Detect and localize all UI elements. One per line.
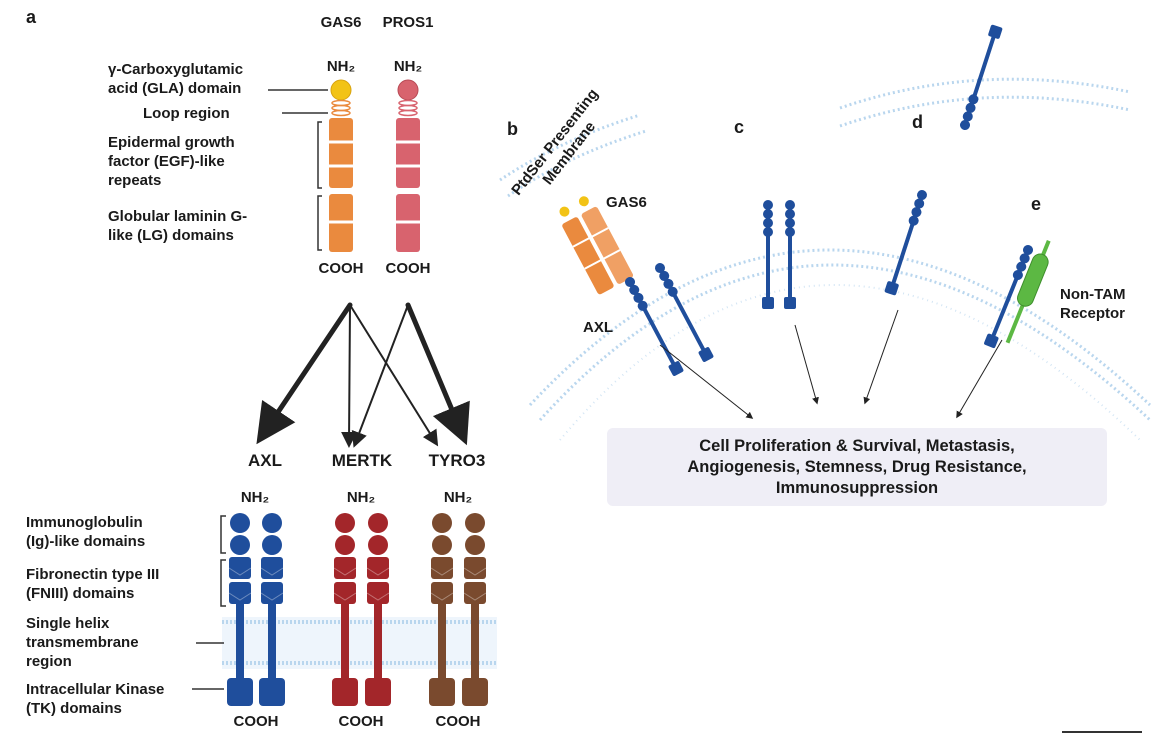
tk-domain-label: Intracellular Kinase (TK) domains [26, 681, 165, 717]
ig-domain-label: Immunoglobulin (Ig)-like domains [26, 514, 146, 550]
receptor-membrane [222, 617, 497, 669]
tyro3-c-term: COOH [435, 713, 481, 730]
panel-b-complex [559, 196, 714, 376]
pros1-title: PROS1 [382, 14, 434, 31]
gas6-c-term: COOH [318, 260, 364, 277]
ptdser-membrane [499, 113, 647, 198]
mertk-receptor-2 [365, 513, 391, 706]
outcome-box: Cell Proliferation & Survival, Metastasi… [607, 428, 1107, 506]
panel-c-label: c [734, 117, 745, 137]
axl-receptor-2 [259, 513, 285, 706]
panel-e-complex [984, 239, 1051, 349]
gas6-n-term: NH₂ [326, 58, 356, 75]
cell-membrane [528, 248, 1152, 441]
pros1-ligand [396, 79, 420, 252]
gla-domain-label: γ-Carboxyglutamic acid (GLA) domain [108, 61, 244, 97]
receptor-leaders [192, 515, 226, 690]
panel-d-label: d [912, 112, 923, 132]
tyro3-title: TYRO3 [428, 451, 486, 470]
mertk-c-term: COOH [338, 713, 384, 730]
pros1-c-term: COOH [385, 260, 431, 277]
axl-n-term: NH₂ [240, 489, 270, 506]
receptor-glyphs [227, 513, 488, 706]
axl-b-label: AXL [583, 319, 613, 336]
egf-domain-label: Epidermal growth factor (EGF)-like repea… [108, 134, 235, 189]
tyro3-receptor-2 [462, 513, 488, 706]
mertk-receptor-1 [332, 513, 358, 706]
tyro3-receptor-1 [429, 513, 455, 706]
gas6-title: GAS6 [320, 14, 362, 31]
axl-c-term: COOH [233, 713, 279, 730]
pros1-n-term: NH₂ [393, 58, 423, 75]
scale-bar [1062, 731, 1142, 733]
non-tam-receptor-label: Non-TAM Receptor [1060, 286, 1126, 322]
tm-region-label: Single helix transmembrane region [26, 615, 139, 670]
tyro3-n-term: NH₂ [443, 489, 473, 506]
gas6-b-label: GAS6 [606, 194, 647, 211]
fn3-domain-label: Fibronectin type III (FNIII) domains [26, 566, 160, 602]
panel-e-label: e [1031, 194, 1042, 214]
outcome-arrows [659, 309, 1003, 419]
lg-domain-label: Globular laminin G- like (LG) domains [108, 208, 248, 244]
gas6-ligand [329, 79, 353, 252]
outcome-text: Cell Proliferation & Survival, Metastasi… [687, 437, 1027, 497]
axl-receptor-1 [227, 513, 253, 706]
panel-a-label: a [26, 7, 37, 27]
mertk-title: MERTK [331, 451, 393, 470]
axl-title: AXL [248, 451, 282, 470]
neighbor-membrane [839, 77, 1131, 128]
mertk-n-term: NH₂ [346, 489, 376, 506]
panel-d-axl [884, 24, 1003, 296]
panel-b-label: b [507, 119, 518, 139]
panel-c-axl-1 [762, 200, 774, 309]
panel-c-axl-2 [784, 200, 796, 309]
loop-region-label: Loop region [143, 105, 230, 122]
binding-arrows [256, 302, 470, 448]
ligand-leaders [268, 89, 328, 251]
